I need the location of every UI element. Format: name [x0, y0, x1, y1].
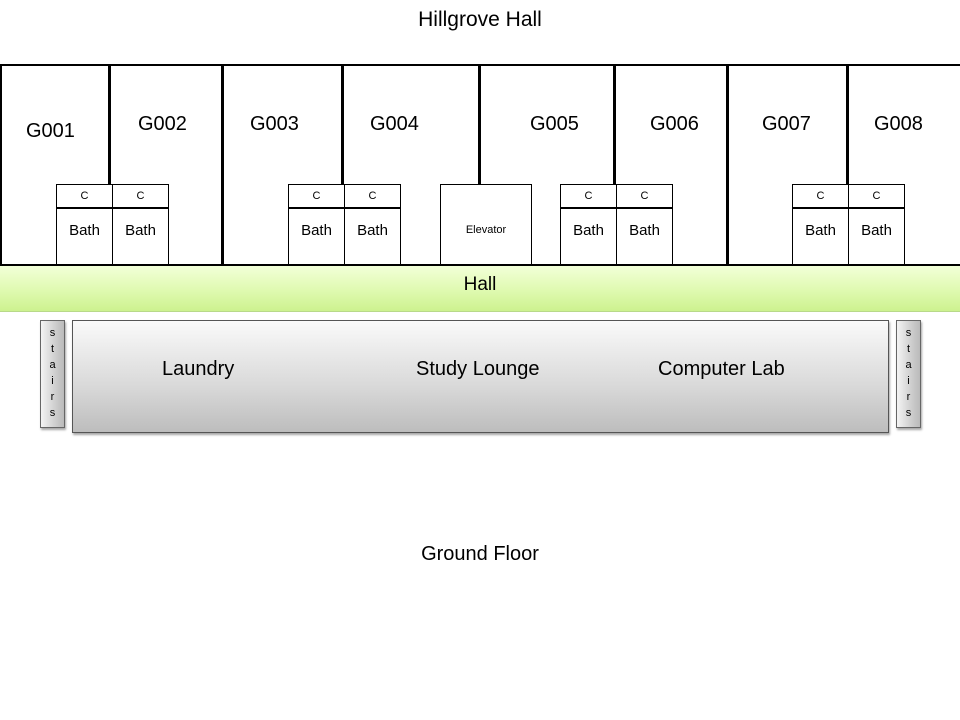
stairs-letter: r — [906, 391, 911, 403]
bathroom: Bath — [112, 208, 169, 264]
room-divider — [613, 64, 616, 266]
stairs-letter: s — [905, 407, 912, 419]
room-g003: G003 — [250, 113, 299, 135]
elevator: Elevator — [440, 184, 532, 265]
bathroom: Bath — [560, 208, 617, 264]
closet: C — [792, 184, 849, 208]
bathroom: Bath — [56, 208, 113, 264]
room-g006: G006 — [650, 113, 699, 135]
stairs-letter: i — [51, 375, 54, 387]
closet: C — [616, 184, 673, 208]
room-g008: G008 — [874, 113, 923, 135]
stairs-letter: s — [49, 407, 56, 419]
stairs-letter: a — [905, 359, 912, 371]
closet: C — [288, 184, 345, 208]
room-divider — [341, 64, 344, 266]
room-divider — [478, 64, 481, 266]
closet: C — [848, 184, 905, 208]
room-g004: G004 — [370, 113, 419, 135]
stairs-letter: i — [907, 375, 910, 387]
stairs-letter: s — [905, 327, 912, 339]
bathroom: Bath — [792, 208, 849, 264]
closet: C — [344, 184, 401, 208]
room-divider — [221, 64, 224, 266]
laundry-label: Laundry — [162, 358, 235, 380]
study-lounge-label: Study Lounge — [416, 358, 540, 380]
hall: Hall — [0, 264, 960, 312]
room-g007: G007 — [762, 113, 811, 135]
floor-label: Ground Floor — [421, 543, 539, 565]
room-divider — [846, 64, 849, 266]
bathroom: Bath — [848, 208, 905, 264]
building-title: Hillgrove Hall — [418, 8, 542, 31]
stairs-letter: t — [50, 343, 55, 355]
bathroom: Bath — [344, 208, 401, 264]
room-g005: G005 — [530, 113, 579, 135]
computer-lab-label: Computer Lab — [658, 358, 785, 380]
stairs-letter: s — [49, 327, 56, 339]
room-divider — [726, 64, 729, 266]
closet: C — [560, 184, 617, 208]
stairs-right: s t a i r s — [896, 320, 921, 428]
closet: C — [112, 184, 169, 208]
room-g002: G002 — [138, 113, 187, 135]
stairs-left: s t a i r s — [40, 320, 65, 428]
bathroom: Bath — [288, 208, 345, 264]
bathroom: Bath — [616, 208, 673, 264]
room-g001: G001 — [26, 120, 75, 142]
room-divider — [108, 64, 111, 266]
common-area-block — [72, 320, 889, 433]
stairs-letter: r — [50, 391, 55, 403]
stairs-letter: t — [906, 343, 911, 355]
stairs-letter: a — [49, 359, 56, 371]
closet: C — [56, 184, 113, 208]
